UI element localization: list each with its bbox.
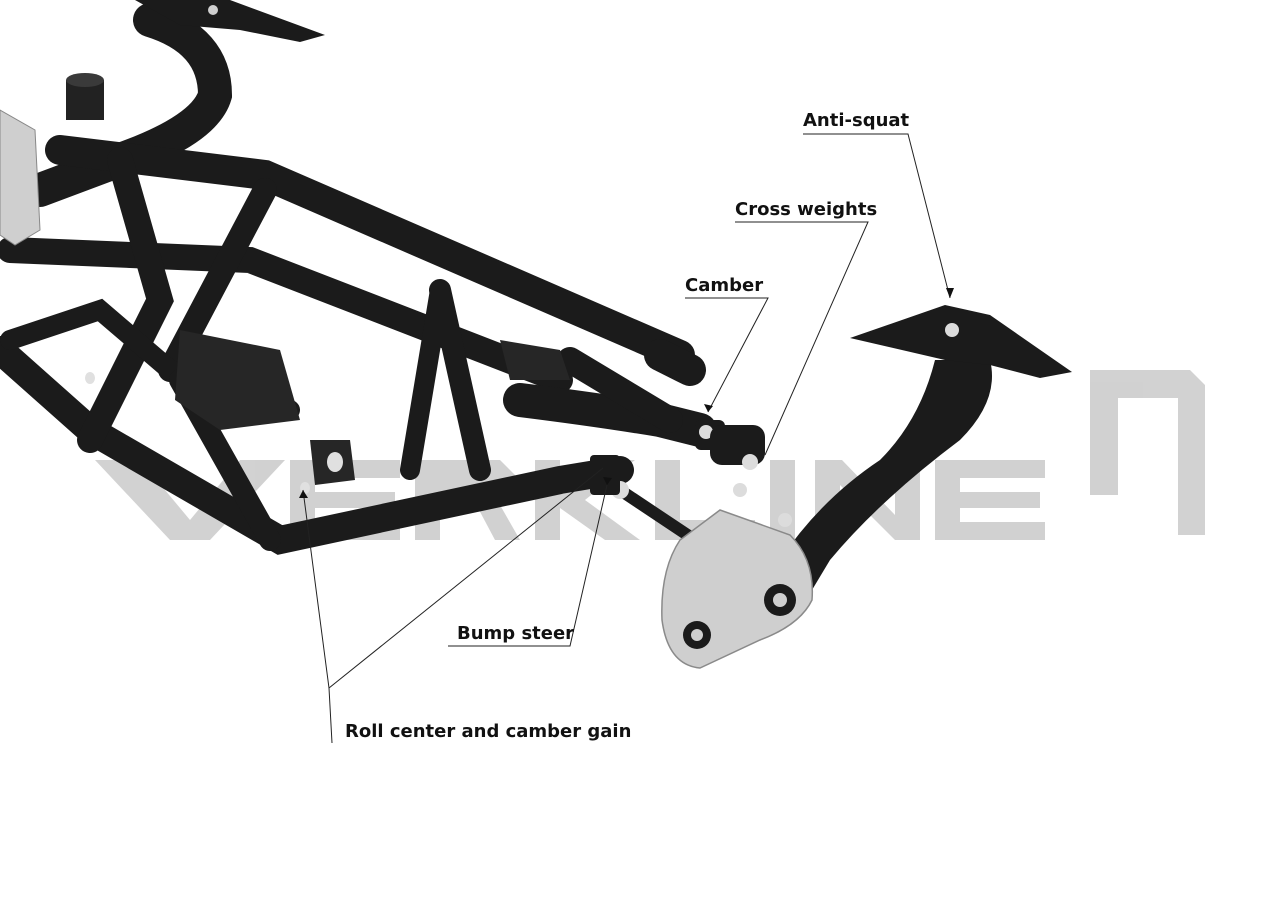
callout-camber: Camber (685, 275, 764, 296)
frame-gussets (85, 330, 570, 494)
callout-anti-squat: Anti-squat (803, 110, 910, 131)
callout-cross-weights: Cross weights (735, 199, 878, 220)
camber-link (695, 420, 765, 470)
leader-lines (302, 133, 951, 744)
shock-post (66, 73, 104, 120)
chassis-frame (0, 3, 717, 555)
left-bracket (0, 109, 41, 246)
upper-mount-plate (135, 0, 325, 42)
upright-hub (661, 509, 814, 669)
callout-roll-center: Roll center and camber gain (345, 721, 632, 742)
callout-bump-steer: Bump steer (457, 623, 575, 644)
leader-arrowheads (299, 288, 954, 498)
